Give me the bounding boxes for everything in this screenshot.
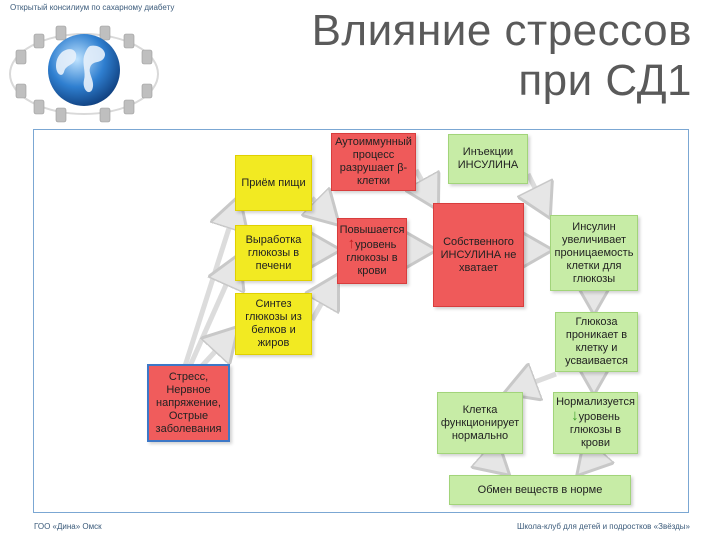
footer-right-text: Школа-клуб для детей и подростков «Звёзд… xyxy=(517,522,690,531)
stress-box: Стресс, Нервное напряжение, Острые забол… xyxy=(147,364,230,442)
insulin-lack-box: Собственного ИНСУЛИНА не хватает xyxy=(433,203,524,307)
glucose-enters-box: Глюкоза проникает в клетку и усваивается xyxy=(555,312,638,372)
globe-logo-icon xyxy=(9,25,159,123)
glucose-rise-label-top: Повышается xyxy=(339,224,405,236)
metabolism-box: Обмен веществ в норме xyxy=(449,475,631,505)
glucose-rise-box: Повышается ↑уровень глюкозы в крови xyxy=(337,218,407,284)
title-line-2: при СД1 xyxy=(518,56,692,105)
top-caption: Открытый консилиум по сахарному диабету xyxy=(10,3,175,12)
cell-normal-box: Клетка функционирует нормально xyxy=(437,392,523,454)
diagram-frame xyxy=(33,129,689,513)
glucose-rise-label-bottom: ↑уровень глюкозы в крови xyxy=(346,235,398,277)
autoimmune-box: Аутоиммунный процесс разрушает β-клетки xyxy=(331,133,416,191)
page-title: Влияние стрессов при СД1 xyxy=(252,6,692,106)
normalize-box: Нормализуется ↓уровень глюкозы в крови xyxy=(553,392,638,454)
footer-left-text: ГОО «Дина» Омск xyxy=(34,522,102,531)
food-intake-box: Приём пищи xyxy=(235,155,312,211)
up-arrow-icon: ↑ xyxy=(347,235,356,252)
liver-glucose-box: Выработка глюкозы в печени xyxy=(235,225,312,281)
normalize-label-bottom: ↓уровень глюкозы в крови xyxy=(569,407,622,449)
insulin-permeability-box: Инсулин увеличивает проницаемость клетки… xyxy=(550,215,638,291)
normalize-label-top: Нормализуется xyxy=(556,396,635,408)
down-arrow-icon: ↓ xyxy=(571,407,579,424)
injection-box: Инъекции ИНСУЛИНА xyxy=(448,134,528,184)
synthesis-box: Синтез глюкозы из белков и жиров xyxy=(235,293,312,355)
title-line-1: Влияние стрессов xyxy=(311,6,692,55)
